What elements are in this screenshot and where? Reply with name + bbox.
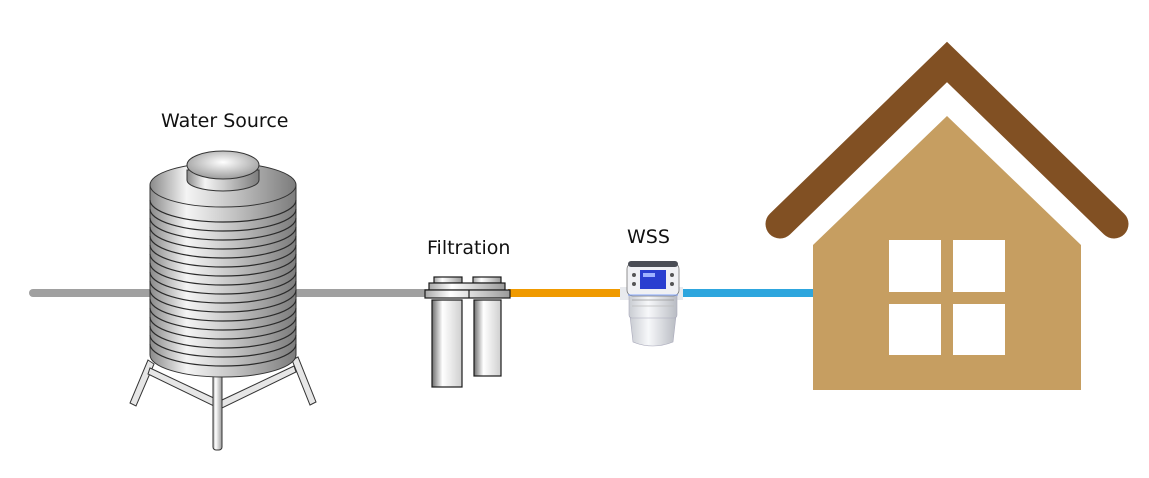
tank-ring (149, 235, 297, 259)
tank-ring (149, 289, 297, 313)
water-sensor-device-icon (620, 261, 683, 347)
wss-screen (640, 270, 666, 289)
wss-label: WSS (627, 226, 670, 248)
water-source-label: Water Source (161, 110, 289, 132)
tank-ring (149, 262, 297, 286)
tank-ring (149, 334, 297, 358)
house-roof (765, 41, 1129, 239)
tank-ring (149, 253, 297, 277)
tank-ring (149, 271, 297, 295)
tank-ring (149, 217, 297, 241)
tank-ring (149, 325, 297, 349)
house-body (813, 116, 1081, 390)
house-window (889, 240, 1005, 355)
tank-ring (149, 226, 297, 250)
filtration-label: Filtration (427, 237, 511, 259)
tank-ring (149, 199, 297, 223)
tank-ring (149, 316, 297, 340)
tank-ring (149, 343, 297, 367)
water-tank-icon (129, 150, 317, 451)
tank-ring (149, 244, 297, 268)
tank-ring (149, 208, 297, 232)
house-icon (765, 41, 1129, 390)
tank-ring (149, 307, 297, 331)
tank-ring (149, 298, 297, 322)
filter-cartridge-icon (424, 276, 511, 388)
tank-ring (149, 280, 297, 304)
